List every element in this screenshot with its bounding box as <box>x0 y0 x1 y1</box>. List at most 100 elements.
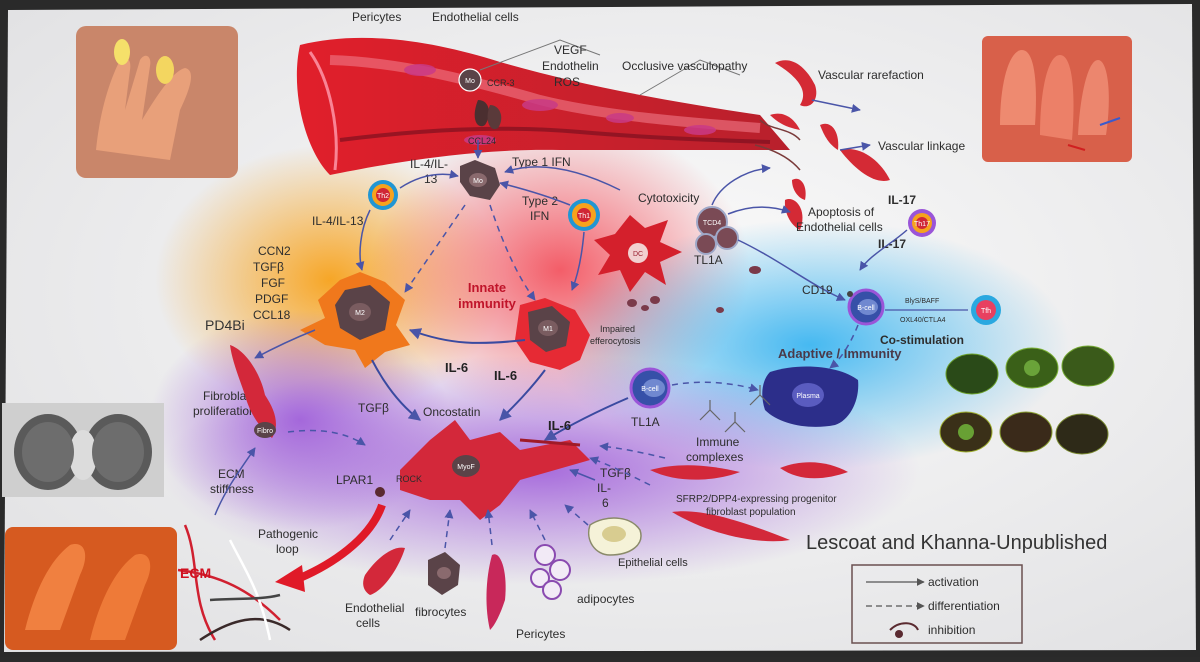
type2-ifn-label-2: IFN <box>530 209 549 223</box>
m1-macrophage: M1 <box>515 298 590 370</box>
il17-to-bcell-arrow <box>859 229 908 271</box>
th2-label: Th2 <box>377 193 389 200</box>
tfh-cell: Tfh <box>971 295 1001 325</box>
ecm-label: ECM <box>180 565 211 581</box>
ecm-stiffness-label-2: stiffness <box>210 482 254 496</box>
linkage-arrow <box>839 141 871 151</box>
il6-right-label: IL-6 <box>548 418 571 433</box>
legend-activation-label: activation <box>928 575 979 589</box>
tcd4-cluster: TCD4 <box>695 206 739 255</box>
m1-to-myof-arrow <box>499 369 546 421</box>
legend-inhibition-label: inhibition <box>928 623 975 637</box>
vegf-label: VEGF <box>554 43 587 57</box>
tfh-label: Tfh <box>981 308 991 315</box>
th2-cell: Th2 <box>368 180 398 210</box>
tcd4-label: TCD4 <box>703 220 721 227</box>
oncostatin-label: Oncostatin <box>423 405 480 419</box>
apoptosis-label-1: Apoptosis of <box>808 205 875 219</box>
ccl18-label: CCL18 <box>253 308 291 322</box>
occlusive-vasculopathy-label: Occlusive vasculopathy <box>622 59 747 73</box>
il17-top-label: IL-17 <box>888 193 916 207</box>
apoptotic-bodies <box>627 266 761 313</box>
th1-to-mo-arrow <box>499 180 571 206</box>
fibroblast-prolif-label-1: Fibroblast <box>203 389 256 403</box>
monocyte-label: Mo <box>465 78 475 85</box>
th1-to-m1-arrow <box>570 231 585 291</box>
innate-label-2: immunity <box>458 296 517 311</box>
il4-il13-left-label: IL-4/IL-13 <box>312 214 364 228</box>
bcell-right-label: B-cell <box>857 305 875 312</box>
m1-label: M1 <box>543 326 553 333</box>
endothelial-bottom-label-2: cells <box>356 616 380 630</box>
oxl40-label: OXL40/CTLA4 <box>900 317 946 324</box>
tcd4-bcell-arrow <box>737 239 846 301</box>
il4-il13-top-label-1: IL-4/IL- <box>410 157 448 171</box>
immune-complexes-label-2: complexes <box>686 450 743 464</box>
th1-cell: Th1 <box>568 199 600 231</box>
innate-label-1: Innate <box>468 280 506 295</box>
ccl24-droplet <box>474 100 490 127</box>
immune-complexes-glyph <box>699 385 771 433</box>
photo-hands-top-left <box>76 26 238 178</box>
th17-cell: Th17 <box>908 209 936 237</box>
ecm-fibers <box>177 524 291 642</box>
costimulation-label: Co-stimulation <box>880 333 964 347</box>
vascular-fragments <box>770 60 890 230</box>
progenitor-to-myof-dashed <box>589 456 651 486</box>
tl1a-bottom-label: TL1A <box>631 415 660 429</box>
legend-inhibition-glyph <box>889 622 919 631</box>
pathogenic-label-2: loop <box>276 542 299 556</box>
impaired-label-1: Impaired <box>600 324 635 334</box>
adaptive-immunity-label: Adaptive / Immunity <box>778 346 902 361</box>
fgf-label: FGF <box>261 276 285 290</box>
epithelial-label: Epithelial cells <box>618 557 688 569</box>
author-credit: Lescoat and Khanna-Unpublished <box>806 532 1107 554</box>
m1-to-m2-il6-arrow <box>408 328 526 344</box>
epithelial-to-myof-dashed <box>564 504 589 526</box>
fibroblast-cell: Fibro <box>230 345 276 438</box>
il6-center-label: IL-6 <box>445 360 468 375</box>
epithelial-cell <box>588 517 642 556</box>
il6-epithelial-label-1: IL- <box>597 481 611 495</box>
pathogenic-label-1: Pathogenic <box>258 527 318 541</box>
ros-label: ROS <box>554 75 580 89</box>
endothelial-bottom-label-1: Endothelial <box>345 601 404 615</box>
tgfb-label: TGFβ <box>253 260 284 274</box>
endothelial-precursor <box>363 547 405 595</box>
pericyte-precursor <box>486 554 506 630</box>
cd19-label: CD19 <box>802 283 833 297</box>
rock-label: ROCK <box>396 474 422 484</box>
fibroblast-prolif-label-2: proliferation <box>193 404 256 418</box>
cytotoxicity-label: Cytotoxicity <box>638 191 699 205</box>
pericytes-bottom-label: Pericytes <box>516 627 565 641</box>
legend-box: activation differentiation inhibition <box>851 564 1023 644</box>
ecm-stiffness-label-1: ECM <box>218 467 245 481</box>
progenitor-fibroblasts <box>650 462 848 542</box>
adipocyte-cluster <box>530 544 571 600</box>
monocyte-cell: Mo <box>460 160 500 200</box>
endothelin-label: Endothelin <box>542 59 599 73</box>
sfrp2-label-1: SFRP2/DPP4-expressing progenitor <box>676 494 837 505</box>
pericyte-to-myof-dashed <box>484 509 494 546</box>
ccn2-label: CCN2 <box>258 244 291 258</box>
sfrp2-label-2: fibroblast population <box>706 507 796 518</box>
plasma-label: Plasma <box>796 393 819 400</box>
apoptosis-label-2: Endothelial cells <box>796 220 883 234</box>
inhibition-marker <box>375 487 385 497</box>
plasma-cell: Plasma <box>762 366 859 427</box>
m2-to-myof-arrow <box>371 359 421 421</box>
epithelial-cytokine-arrow <box>569 468 596 481</box>
bcell-to-plasma-dashed <box>829 324 859 369</box>
m2-to-fibro-arrow <box>254 329 316 359</box>
b-cell-right: B-cell <box>847 288 885 326</box>
tl1a-top-label: TL1A <box>694 253 723 267</box>
tcd4-cytotoxicity-arrow <box>711 164 771 206</box>
pdgf-label: PDGF <box>255 292 288 306</box>
tcd4-apoptosis-arrow <box>727 205 791 215</box>
legend-differentiation-label: differentiation <box>928 599 1000 613</box>
myof-label: MyoF <box>457 464 475 471</box>
vascular-rarefaction-label: Vascular rarefaction <box>818 68 924 82</box>
type2-ifn-label-1: Type 2 <box>522 194 558 208</box>
progenitor-top-dashed <box>599 442 666 459</box>
